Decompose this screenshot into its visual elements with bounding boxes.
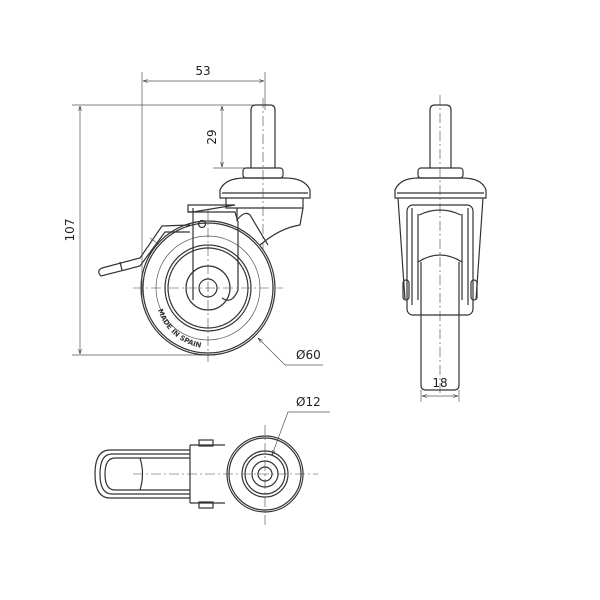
- dimension-107: 107: [63, 104, 258, 356]
- bottom-view: Ø12: [94, 395, 330, 525]
- dimension-label-53: 53: [195, 64, 210, 78]
- dimension-18: 18: [420, 376, 460, 402]
- dimension-29: 29: [205, 106, 250, 169]
- fork-side: [187, 204, 239, 301]
- dimension-label-18: 18: [432, 376, 447, 390]
- stem: [219, 104, 311, 246]
- dimension-label-107: 107: [63, 219, 77, 242]
- dimension-53: 53: [141, 64, 266, 300]
- dimension-label-29: 29: [205, 129, 219, 144]
- brake-lever: [98, 224, 191, 277]
- centerlines-side: [133, 98, 283, 362]
- side-view: 53 107 29: [63, 64, 323, 366]
- front-view: 18: [394, 95, 487, 402]
- dimension-diameter-12: Ø12: [272, 395, 330, 455]
- dimension-diameter-60: Ø60: [258, 338, 323, 366]
- dimension-label-12: Ø12: [296, 395, 321, 409]
- dimension-label-60: Ø60: [296, 348, 321, 362]
